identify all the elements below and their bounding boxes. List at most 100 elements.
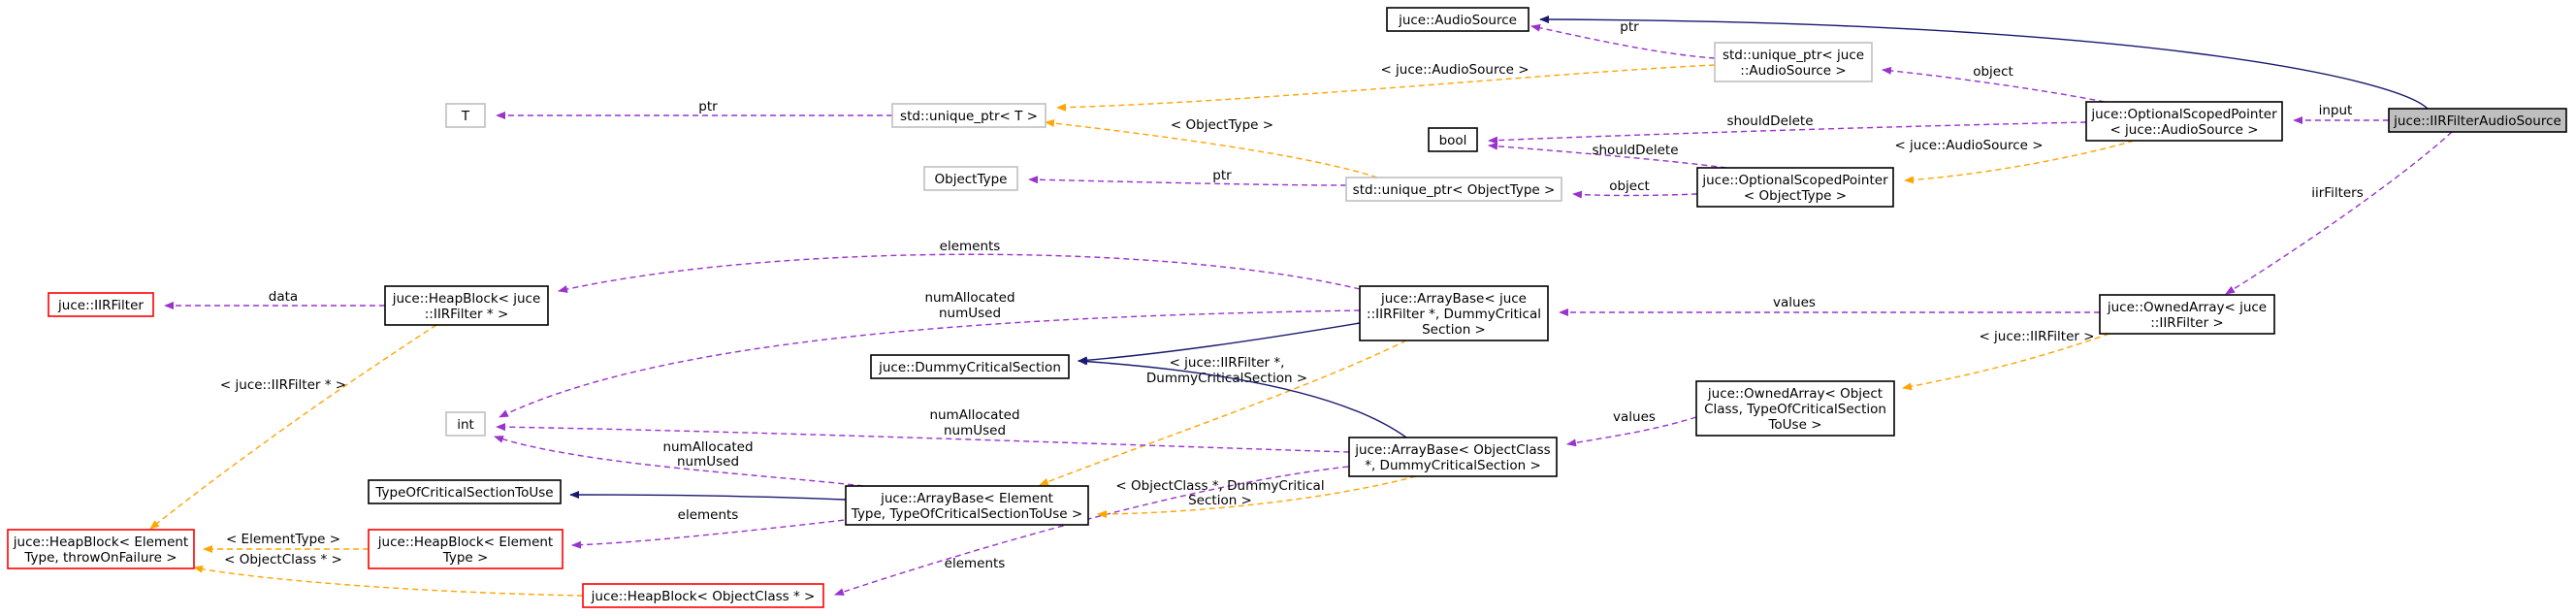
edge-label: shouldDelete bbox=[1726, 113, 1813, 129]
node-label: juce::OwnedArray< juce bbox=[2107, 300, 2267, 315]
node-box bbox=[2085, 101, 2283, 142]
node-box bbox=[1696, 167, 1894, 208]
member-edge-line bbox=[494, 436, 864, 487]
node-label: std::unique_ptr< juce bbox=[1723, 48, 1864, 63]
class-node-iirfilteraudiosource[interactable]: juce::IIRFilterAudioSource bbox=[2388, 108, 2567, 133]
template-edge-line bbox=[1039, 340, 1407, 486]
node-label: int bbox=[457, 417, 474, 433]
node-label: juce::HeapBlock< juce bbox=[392, 291, 541, 307]
class-node-arraybase_element[interactable]: juce::ArrayBase< ElementType, TypeOfCrit… bbox=[845, 485, 1089, 526]
edge-label: < ObjectClass * > bbox=[224, 552, 342, 567]
node-label: juce::IIRFilter bbox=[57, 298, 144, 313]
node-label: juce::OptionalScopedPointer bbox=[1701, 173, 1888, 188]
node-label: *, DummyCriticalSection > bbox=[1365, 458, 1541, 473]
edge-label: numUsed bbox=[677, 454, 739, 470]
class-node-heapblock_element_throw[interactable]: juce::HeapBlock< ElementType, throwOnFai… bbox=[7, 529, 195, 569]
edge-label: < juce::AudioSource > bbox=[1894, 138, 2043, 153]
class-node-ownedarray_iirfilter[interactable]: juce::OwnedArray< juce::IIRFilter > bbox=[2099, 294, 2275, 335]
edge-label: < ElementType > bbox=[226, 532, 340, 547]
member-edge-line bbox=[2225, 131, 2453, 295]
node-box bbox=[7, 529, 195, 569]
member-edge-line bbox=[1530, 23, 1716, 59]
edge-e1 bbox=[1539, 16, 2429, 110]
edge-e21: < juce::IIRFilter > bbox=[1902, 329, 2110, 391]
node-box bbox=[1695, 380, 1895, 437]
node-label: Type, throwOnFailure > bbox=[23, 550, 177, 566]
edge-label: < juce::IIRFilter * > bbox=[220, 377, 346, 393]
node-box bbox=[1428, 127, 1478, 152]
node-label: juce::OwnedArray< Object bbox=[1707, 386, 1883, 402]
edge-label: < ObjectClass *, DummyCritical bbox=[1115, 478, 1324, 494]
class-node-unique_ptr_audiosource[interactable]: std::unique_ptr< juce::AudioSource > bbox=[1714, 42, 1873, 82]
edge-e9: ptr bbox=[496, 99, 892, 119]
class-node-unique_ptr_objecttype[interactable]: std::unique_ptr< ObjectType > bbox=[1345, 177, 1562, 202]
node-label: ::IIRFilter *, DummyCritical bbox=[1367, 307, 1541, 322]
class-node-audiosource[interactable]: juce::AudioSource bbox=[1386, 7, 1530, 32]
edge-e19: data bbox=[164, 289, 385, 309]
class-node-objecttype[interactable]: ObjectType bbox=[923, 166, 1018, 191]
template-edge-line bbox=[1056, 64, 1716, 112]
node-label: juce::ArrayBase< ObjectClass bbox=[1354, 442, 1550, 458]
class-node-arraybase_objectclass[interactable]: juce::ArrayBase< ObjectClass*, DummyCrit… bbox=[1348, 437, 1558, 477]
class-node-heapblock_objectclass[interactable]: juce::HeapBlock< ObjectClass * > bbox=[582, 583, 824, 608]
class-node-dummycriticalsection[interactable]: juce::DummyCriticalSection bbox=[870, 354, 1070, 379]
edge-e18: < juce::IIRFilter *,DummyCriticalSection… bbox=[1039, 340, 1407, 486]
edge-label: object bbox=[1609, 178, 1650, 194]
node-box bbox=[368, 529, 564, 569]
node-label: bool bbox=[1439, 133, 1467, 148]
edge-label: < juce::AudioSource > bbox=[1380, 62, 1529, 78]
edge-label: values bbox=[1613, 409, 1656, 425]
class-node-unique_ptr_t[interactable]: std::unique_ptr< T > bbox=[891, 103, 1046, 128]
edge-e4: < juce::AudioSource > bbox=[1056, 62, 1716, 112]
node-box bbox=[923, 166, 1018, 191]
node-label: TypeOfCriticalSectionToUse bbox=[374, 485, 553, 501]
node-label: ObjectType bbox=[935, 172, 1008, 187]
edge-label: DummyCriticalSection > bbox=[1146, 371, 1307, 386]
node-label: ::IIRFilter > bbox=[2150, 315, 2223, 331]
class-node-arraybase_iirfilter[interactable]: juce::ArrayBase< juce::IIRFilter *, Dumm… bbox=[1359, 285, 1549, 341]
member-edge-line bbox=[1028, 176, 1347, 186]
class-node-heapblock_elementtype[interactable]: juce::HeapBlock< ElementType > bbox=[368, 529, 564, 569]
edge-label: < juce::IIRFilter > bbox=[1979, 329, 2094, 344]
edge-label: numAllocated bbox=[662, 439, 753, 455]
class-node-optionalscopedpointer_audiosource[interactable]: juce::OptionalScopedPointer< juce::Audio… bbox=[2085, 101, 2283, 142]
node-box bbox=[1714, 42, 1873, 82]
node-label: juce::ArrayBase< juce bbox=[1380, 291, 1527, 307]
class-node-iirfilter[interactable]: juce::IIRFilter bbox=[48, 292, 154, 317]
class-node-t[interactable]: T bbox=[445, 103, 486, 128]
edge-label: data bbox=[269, 289, 298, 305]
node-box bbox=[891, 103, 1046, 128]
edge-e6: shouldDelete bbox=[1488, 113, 2087, 145]
class-node-int[interactable]: int bbox=[445, 411, 486, 437]
node-box bbox=[368, 479, 562, 504]
node-box bbox=[845, 485, 1089, 526]
class-node-heapblock_iirfilter[interactable]: juce::HeapBlock< juce::IIRFilter * > bbox=[384, 285, 549, 326]
edge-e15: elements bbox=[558, 239, 1361, 293]
node-label: std::unique_ptr< T > bbox=[900, 109, 1038, 124]
edge-e27 bbox=[569, 491, 847, 501]
node-box bbox=[384, 285, 549, 326]
class-node-ownedarray_objectclass[interactable]: juce::OwnedArray< ObjectClass, TypeOfCri… bbox=[1695, 380, 1895, 437]
class-node-optionalscopedpointer_objecttype[interactable]: juce::OptionalScopedPointer< ObjectType … bbox=[1696, 167, 1894, 208]
member-edge-line bbox=[1572, 190, 1698, 199]
member-edge-line bbox=[1566, 416, 1697, 447]
node-label: ::AudioSource > bbox=[1740, 63, 1846, 79]
edge-e29: elements bbox=[571, 507, 854, 549]
class-node-bool[interactable]: bool bbox=[1428, 127, 1478, 152]
class-node-typeofcriticalsectiontouse[interactable]: TypeOfCriticalSectionToUse bbox=[368, 479, 562, 504]
template-edge-line bbox=[193, 565, 584, 597]
node-label: T bbox=[461, 109, 470, 124]
node-label: ToUse > bbox=[1767, 417, 1821, 433]
node-label: juce::DummyCriticalSection bbox=[878, 360, 1061, 375]
edge-e26: < ObjectClass *, DummyCriticalSection > bbox=[1097, 475, 1417, 518]
template-edge-line bbox=[1902, 333, 2110, 391]
member-edge-line bbox=[496, 423, 1350, 453]
member-edge-line bbox=[1488, 142, 1727, 169]
edge-label: ptr bbox=[698, 99, 718, 114]
node-label: Section > bbox=[1422, 322, 1486, 338]
edge-e24 bbox=[1078, 357, 1407, 438]
node-box bbox=[1345, 177, 1562, 202]
edge-label: numAllocated bbox=[924, 290, 1014, 306]
